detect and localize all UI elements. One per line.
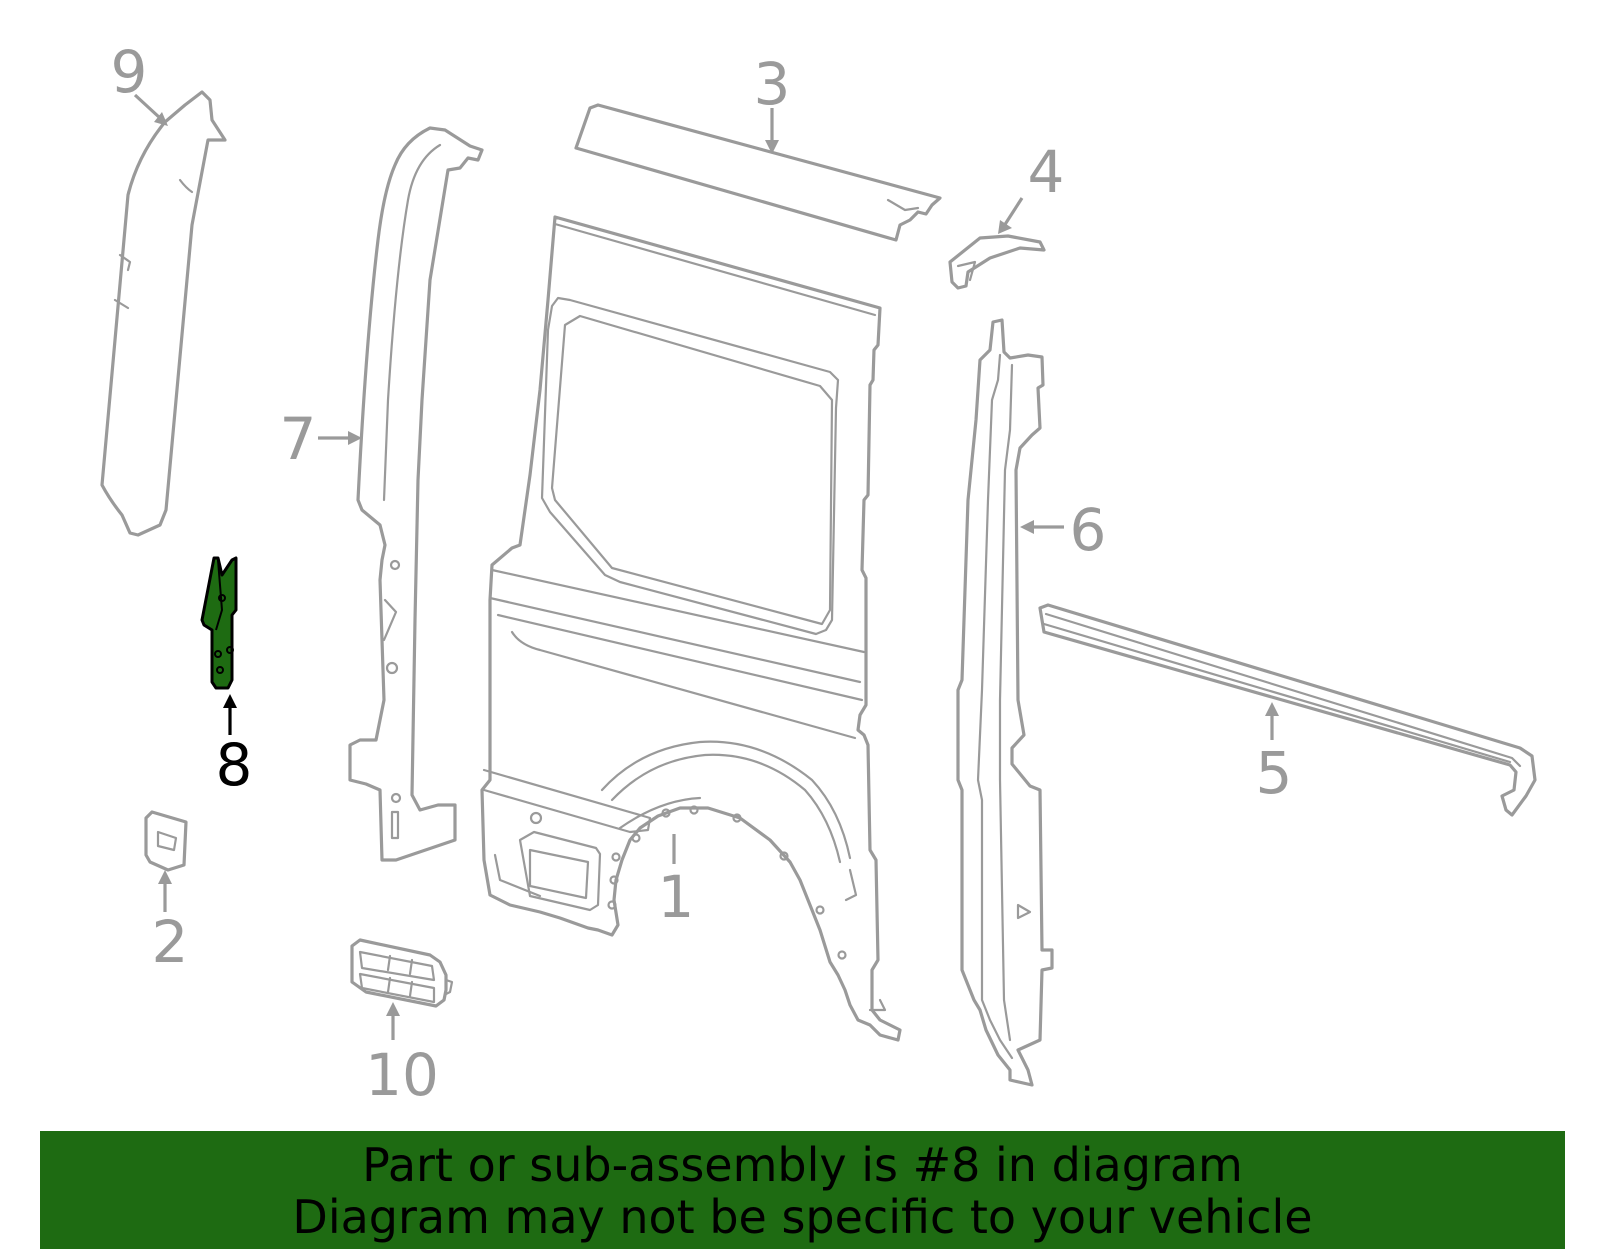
part-1-side-panel bbox=[480, 215, 902, 1042]
part-4-clip bbox=[948, 234, 1046, 290]
part-10-vent-grille bbox=[350, 938, 454, 1008]
callout-8[interactable]: 8 bbox=[216, 694, 253, 799]
svg-text:9: 9 bbox=[111, 38, 148, 106]
part-2-small-bracket bbox=[144, 810, 188, 872]
svg-text:2: 2 bbox=[152, 908, 189, 976]
callout-6: 6 bbox=[1020, 496, 1106, 564]
callout-2: 2 bbox=[152, 870, 189, 976]
callout-7: 7 bbox=[280, 405, 362, 473]
callout-3: 3 bbox=[754, 50, 791, 154]
part-6-pillar bbox=[956, 318, 1054, 1087]
svg-text:10: 10 bbox=[365, 1041, 439, 1109]
svg-text:4: 4 bbox=[1028, 138, 1065, 206]
callout-10: 10 bbox=[365, 1002, 439, 1109]
banner-line-part: Part or sub-assembly is #8 in diagram bbox=[362, 1138, 1243, 1192]
part-8-bracket[interactable] bbox=[200, 556, 238, 690]
svg-text:8: 8 bbox=[216, 731, 253, 799]
part-3-roof-rail bbox=[574, 103, 942, 242]
part-5-sill-rail bbox=[1038, 603, 1537, 817]
svg-text:1: 1 bbox=[658, 863, 695, 931]
svg-text:7: 7 bbox=[280, 405, 317, 473]
banner-line-disclaimer: Diagram may not be specific to your vehi… bbox=[292, 1190, 1313, 1244]
svg-text:6: 6 bbox=[1070, 496, 1107, 564]
svg-text:3: 3 bbox=[754, 50, 791, 118]
callout-5: 5 bbox=[1256, 702, 1293, 807]
svg-text:5: 5 bbox=[1256, 739, 1293, 807]
part-7-pillar bbox=[348, 126, 484, 862]
callout-1: 1 bbox=[658, 834, 695, 931]
part-9-pillar-trim bbox=[100, 90, 227, 537]
callout-9: 9 bbox=[111, 38, 168, 126]
callout-4: 4 bbox=[998, 138, 1064, 234]
info-banner: Part or sub-assembly is #8 in diagram Di… bbox=[40, 1131, 1565, 1249]
